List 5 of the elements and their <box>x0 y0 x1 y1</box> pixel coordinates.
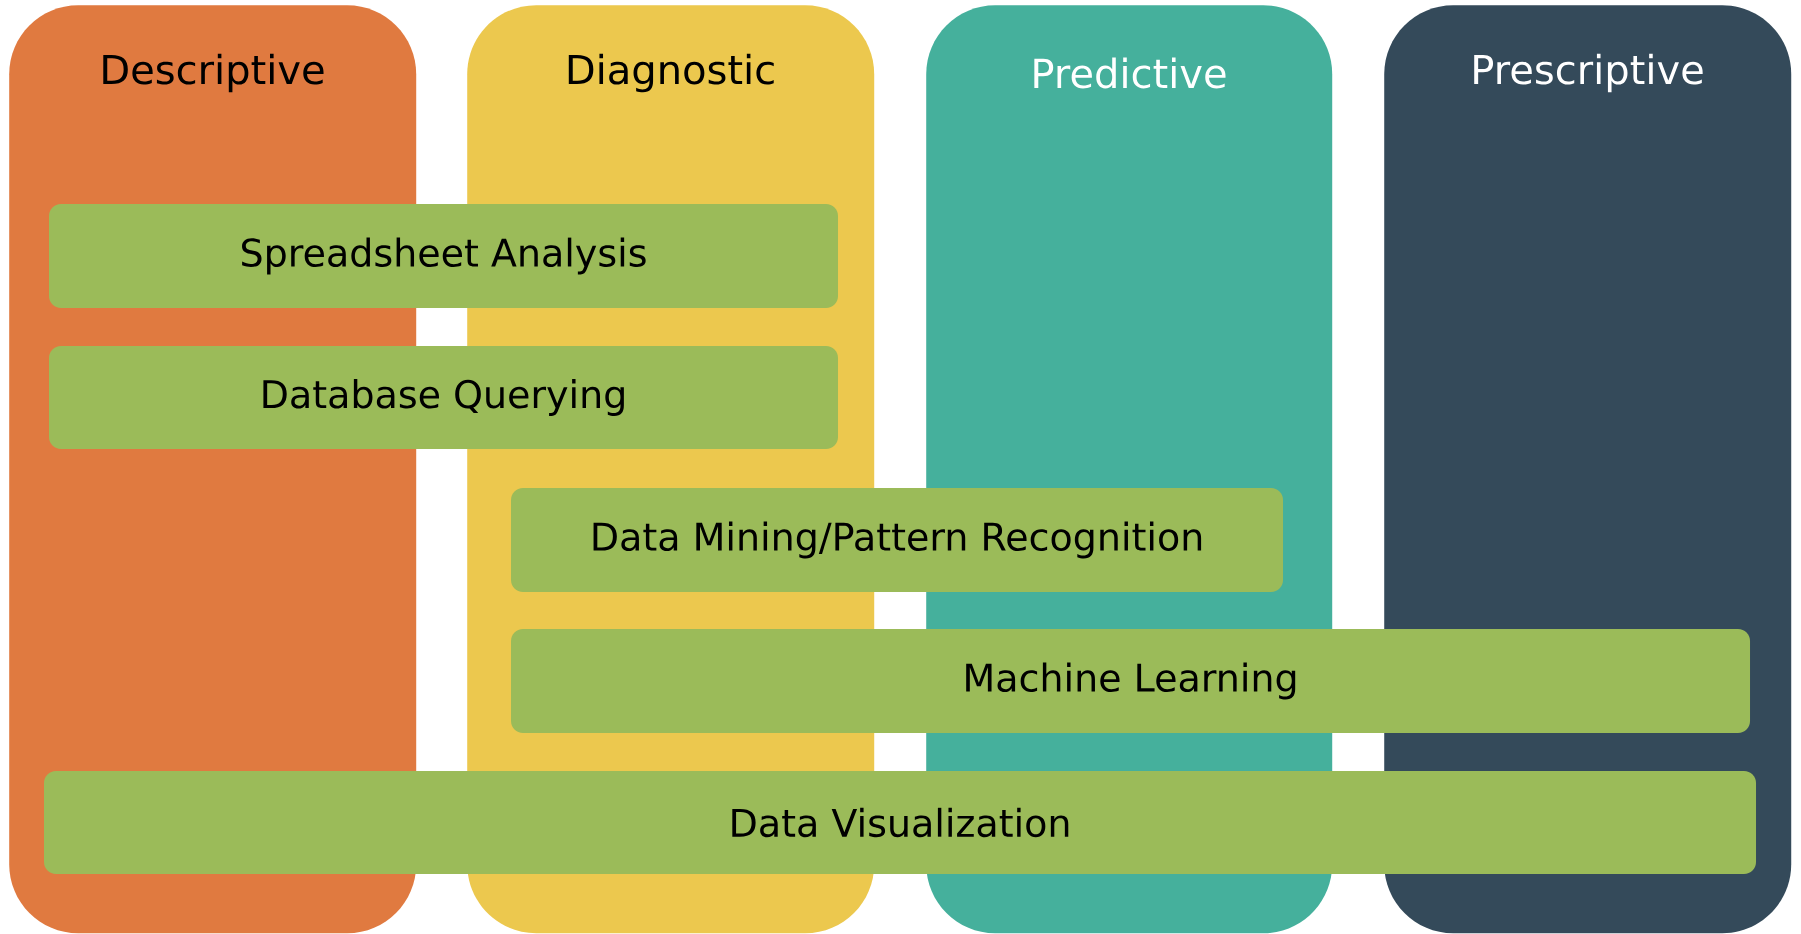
technique-bar: Spreadsheet Analysis <box>49 204 838 308</box>
technique-bar: Database Querying <box>49 346 838 449</box>
technique-bar: Data Visualization <box>44 771 1756 874</box>
technique-bar: Machine Learning <box>511 629 1750 733</box>
technique-bar: Data Mining/Pattern Recognition <box>511 488 1283 592</box>
